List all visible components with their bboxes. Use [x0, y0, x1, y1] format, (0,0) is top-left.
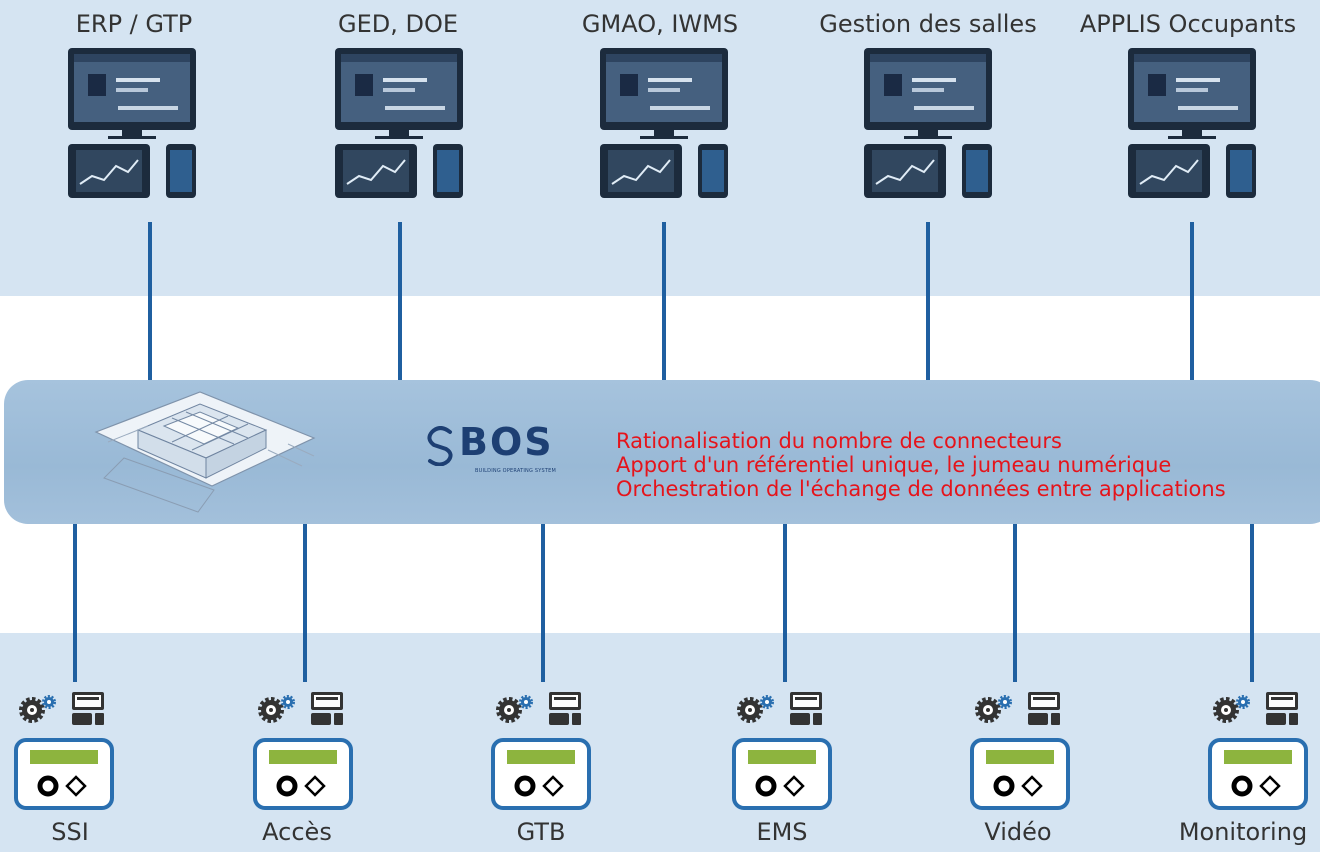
gears-and-computer-icon — [496, 692, 581, 725]
gears-and-computer-icon — [1213, 692, 1298, 725]
gears-and-computer-icon — [19, 692, 104, 725]
app-devices-icon — [598, 48, 730, 198]
bos-logo: BOS BUILDING OPERATING SYSTEM — [425, 420, 575, 484]
app-devices-icon — [333, 48, 465, 198]
benefit-text: Orchestration de l'échange de données en… — [616, 477, 1226, 501]
controller-panel — [14, 738, 114, 810]
system-label-monitoring: Monitoring — [1178, 818, 1308, 846]
bos-logo-tagline: BUILDING OPERATING SYSTEM — [475, 468, 556, 474]
controller-panel — [1208, 738, 1308, 810]
benefit-text: Rationalisation du nombre de connecteurs — [616, 429, 1062, 453]
system-label-acces: Accès — [262, 818, 332, 846]
field-device — [14, 690, 114, 810]
app-label-gmao-iwms: GMAO, IWMS — [581, 10, 739, 38]
system-label-gtb: GTB — [516, 818, 566, 846]
gears-and-computer-icon — [975, 692, 1060, 725]
app-label-erp-gtp: ERP / GTP — [75, 10, 193, 38]
bos-logo-mark-icon — [427, 426, 453, 466]
system-label-ssi: SSI — [51, 818, 89, 846]
app-label-ged-doe: GED, DOE — [337, 10, 459, 38]
field-device — [491, 690, 591, 810]
controller-panel — [253, 738, 353, 810]
field-device — [970, 690, 1070, 810]
gears-and-computer-icon — [737, 692, 822, 725]
systems-band — [0, 633, 1320, 852]
app-label-gestion-salles: Gestion des salles — [819, 10, 1037, 38]
controller-panel — [970, 738, 1070, 810]
benefit-text: Apport d'un référentiel unique, le jumea… — [616, 453, 1172, 477]
app-devices-icon — [862, 48, 994, 198]
field-device — [253, 690, 353, 810]
system-label-ems: EMS — [756, 818, 808, 846]
app-devices-icon — [66, 48, 198, 198]
system-label-video: Vidéo — [984, 818, 1052, 846]
field-device — [732, 690, 832, 810]
controller-panel — [491, 738, 591, 810]
gears-and-computer-icon — [258, 692, 343, 725]
controller-panel — [732, 738, 832, 810]
field-device — [1208, 690, 1308, 810]
app-devices-icon — [1126, 48, 1258, 198]
bos-logo-text: BOS — [459, 420, 554, 464]
building-plan-illustration — [88, 386, 318, 518]
app-label-applis-occupants: APPLIS Occupants — [1079, 10, 1297, 38]
